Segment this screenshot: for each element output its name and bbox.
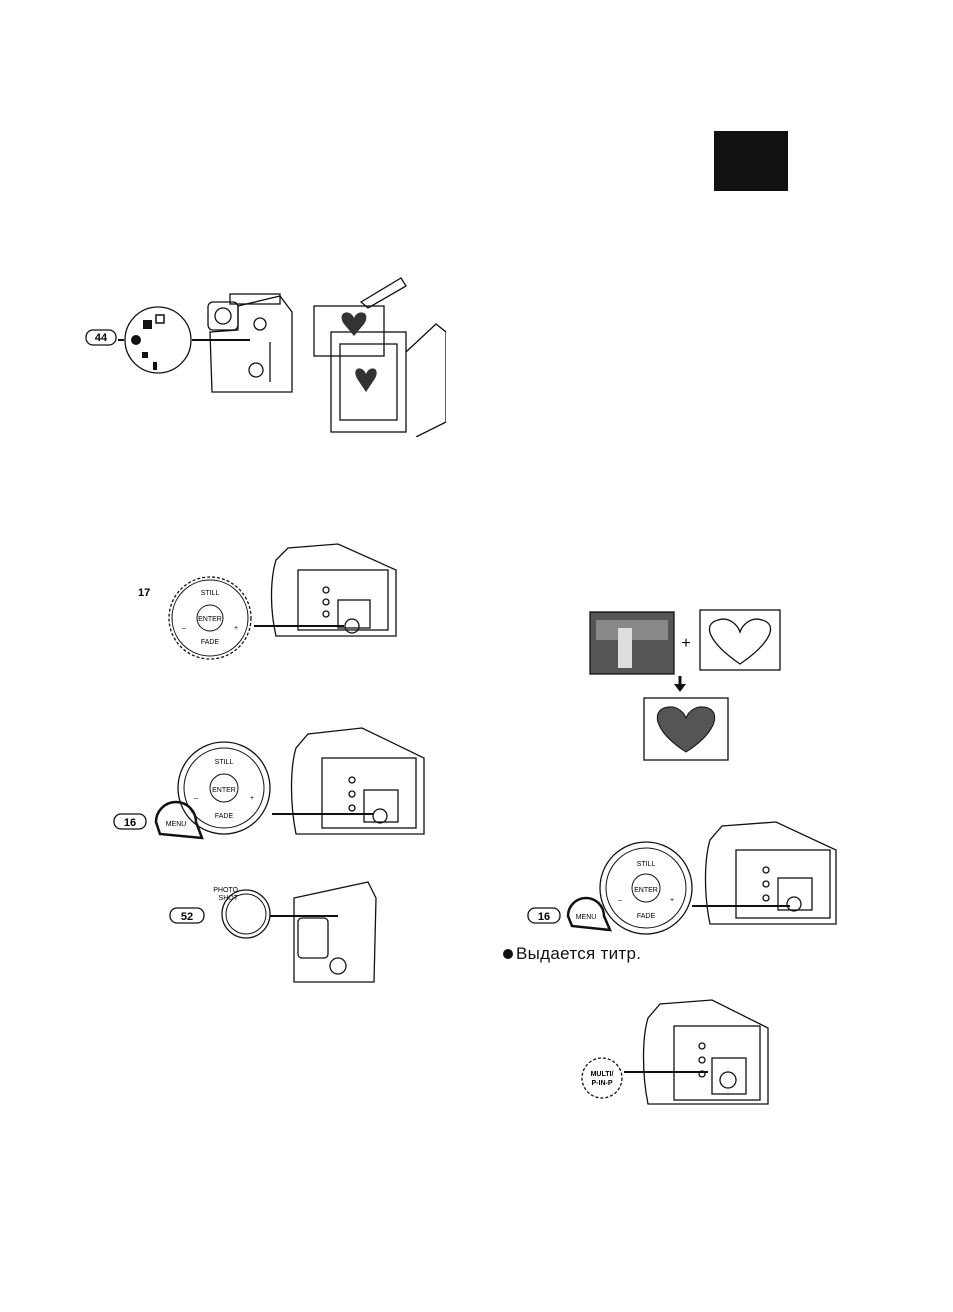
multi-pinp-button bbox=[582, 1058, 622, 1098]
still-label: STILL bbox=[201, 590, 220, 597]
plus-sign: + bbox=[681, 635, 690, 652]
minus-label: – bbox=[182, 625, 186, 632]
plus-label: + bbox=[250, 795, 254, 802]
figure-still-pad: 17 STILL ENTER FADE – + bbox=[128, 540, 408, 660]
bullet-icon bbox=[503, 949, 513, 959]
menu-label: MENU bbox=[576, 914, 597, 921]
ref-16: 16 bbox=[538, 911, 550, 923]
heart-picture bbox=[657, 707, 714, 752]
tape-icon bbox=[143, 320, 152, 329]
menu-label: MENU bbox=[166, 821, 187, 828]
ref-52: 52 bbox=[181, 911, 193, 923]
plus-label: + bbox=[670, 897, 674, 904]
figure-menu-pad-left: 16 MENU STILL ENTER FADE – + bbox=[112, 724, 434, 854]
fade-label: FADE bbox=[637, 913, 656, 920]
figure-heart-drawing bbox=[306, 272, 446, 437]
still-label: STILL bbox=[215, 759, 234, 766]
heart-outline bbox=[709, 619, 770, 664]
section-tab bbox=[714, 131, 788, 191]
enter-label: ENTER bbox=[198, 616, 222, 623]
camcorder-side bbox=[208, 294, 292, 392]
fade-label: FADE bbox=[201, 639, 220, 646]
multi-label: MULTI/ bbox=[591, 1071, 614, 1078]
arrow-down-icon bbox=[674, 684, 686, 692]
camcorder-rear bbox=[706, 822, 837, 924]
figure-photo-shot: 52 PHOTO SHOT bbox=[168, 878, 380, 984]
photo-label: PHOTO bbox=[213, 887, 238, 894]
ref-44: 44 bbox=[95, 332, 108, 344]
caption-text: Выдается титр. bbox=[516, 944, 641, 963]
minus-label: – bbox=[618, 897, 622, 904]
camcorder-rear bbox=[292, 728, 425, 834]
menu-button bbox=[156, 802, 202, 838]
heart-on-screen bbox=[355, 368, 376, 392]
figure-composite: + bbox=[588, 606, 788, 766]
shot-label: SHOT bbox=[219, 895, 239, 902]
card-play-icon bbox=[153, 362, 157, 370]
ref-16: 16 bbox=[124, 817, 136, 829]
minus-label: – bbox=[194, 795, 198, 802]
still-label: STILL bbox=[637, 861, 656, 868]
ref-17: 17 bbox=[138, 587, 150, 599]
fade-label: FADE bbox=[215, 813, 234, 820]
figure-multi-pinp: MULTI/ P-IN-P bbox=[578, 996, 774, 1112]
camcorder-top bbox=[294, 882, 376, 982]
pinp-label: P-IN-P bbox=[592, 1080, 613, 1087]
caption: Выдается титр. bbox=[503, 944, 641, 964]
enter-label: ENTER bbox=[212, 787, 236, 794]
card-icon bbox=[156, 315, 164, 323]
figure-menu-pad-right: 16 MENU STILL ENTER FADE – + bbox=[526, 818, 840, 940]
camcorder-rear bbox=[272, 544, 397, 636]
play-icon bbox=[142, 352, 148, 358]
plus-label: + bbox=[234, 625, 238, 632]
camcorder-rear bbox=[644, 1000, 769, 1104]
figure-mode-dial: 44 bbox=[80, 282, 295, 402]
enter-label: ENTER bbox=[634, 887, 658, 894]
camera-icon bbox=[131, 335, 141, 345]
heart-card bbox=[700, 610, 780, 670]
